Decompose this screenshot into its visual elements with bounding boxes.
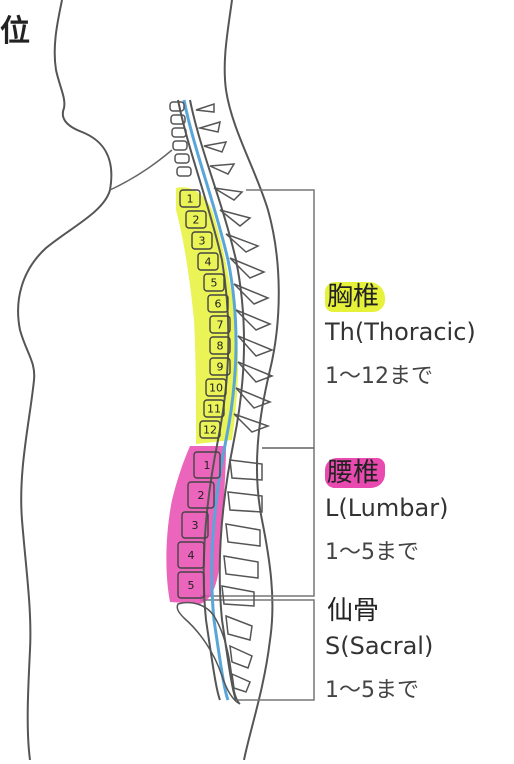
thoracic-vertebra-label: 2 bbox=[193, 213, 200, 226]
lumbar-kanji: 腰椎 bbox=[325, 458, 385, 488]
thoracic-vertebra-label: 4 bbox=[205, 255, 212, 268]
lumbar-vertebra-label: 2 bbox=[198, 489, 205, 502]
thoracic-vertebra-label: 3 bbox=[199, 234, 206, 247]
thoracic-vertebra-label: 6 bbox=[215, 297, 222, 310]
lumbar-vertebra-label: 4 bbox=[188, 549, 195, 562]
lumbar-range: 1〜5まで bbox=[325, 534, 448, 566]
lumbar-vertebra-label: 1 bbox=[204, 459, 211, 472]
lumbar-label-block: 腰椎 L(Lumbar) 1〜5まで bbox=[325, 458, 448, 566]
thoracic-vertebra-label: 9 bbox=[217, 360, 224, 373]
thoracic-label-block: 胸椎 Th(Thoracic) 1〜12まで bbox=[325, 282, 476, 390]
lumbar-vertebra-label: 5 bbox=[188, 579, 195, 592]
page-title-fragment: 位 bbox=[0, 6, 31, 50]
lumbar-vertebra-label: 3 bbox=[192, 519, 199, 532]
body-front-outline bbox=[18, 0, 111, 760]
thoracic-vertebra-label: 7 bbox=[217, 318, 224, 331]
sacral-kanji: 仙骨 bbox=[325, 596, 385, 626]
thoracic-vertebra-label: 12 bbox=[203, 423, 217, 436]
thoracic-range: 1〜12まで bbox=[325, 358, 476, 390]
cervical-vertebra bbox=[173, 141, 187, 150]
thoracic-vertebra-label: 10 bbox=[209, 381, 223, 394]
cervical-vertebra bbox=[172, 128, 186, 137]
thoracic-vertebra-label: 8 bbox=[217, 339, 224, 352]
cervical-vertebra bbox=[177, 167, 191, 176]
lumbar-code: L(Lumbar) bbox=[325, 494, 448, 522]
thoracic-kanji: 胸椎 bbox=[325, 282, 385, 312]
thoracic-vertebra-label: 11 bbox=[207, 402, 221, 415]
thoracic-vertebra-label: 5 bbox=[211, 276, 218, 289]
sacral-range: 1〜5まで bbox=[325, 672, 433, 704]
shoulder-line bbox=[110, 150, 172, 190]
cervical-vertebra bbox=[175, 154, 189, 163]
sacral-code: S(Sacral) bbox=[325, 632, 433, 660]
thoracic-code: Th(Thoracic) bbox=[325, 318, 476, 346]
thoracic-vertebra-label: 1 bbox=[187, 192, 194, 205]
sacral-label-block: 仙骨 S(Sacral) 1〜5まで bbox=[325, 596, 433, 704]
cervical-vertebra bbox=[170, 102, 184, 111]
